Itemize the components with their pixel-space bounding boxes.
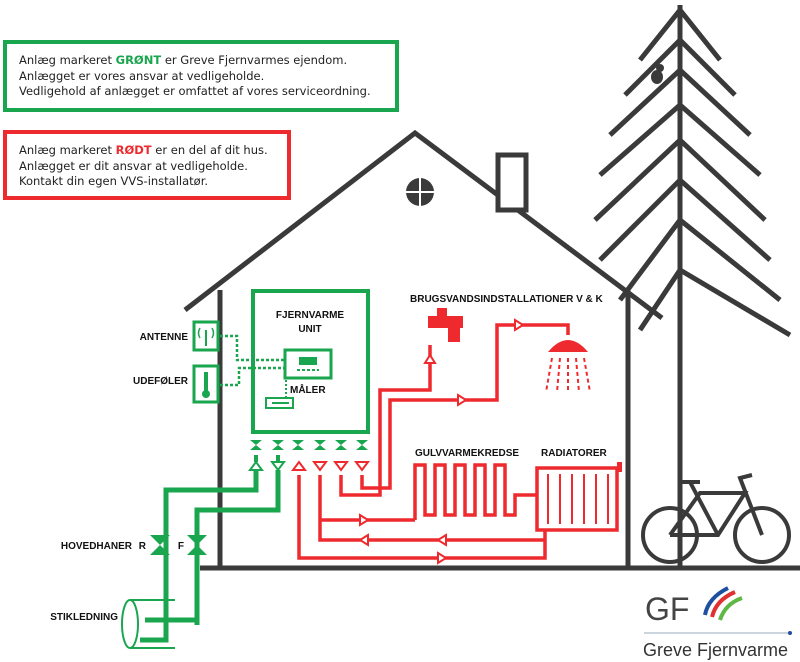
signal-wires xyxy=(220,334,285,387)
floor-heating-label: GULVVARMEKREDSE xyxy=(415,448,519,459)
main-valve-r xyxy=(150,535,170,555)
chimney xyxy=(495,152,529,213)
green-highlight: GRØNT xyxy=(115,53,162,67)
antenna-icon xyxy=(192,320,220,352)
tree-icon xyxy=(593,5,792,570)
hot-water-label: BRUGSVANDSINDSTALLATIONER V & K xyxy=(410,294,604,305)
radiators-label: RADIATORER xyxy=(541,448,608,459)
unit-label-2: UNIT xyxy=(298,324,321,335)
logo-name: Greve Fjernvarme xyxy=(643,640,788,660)
red-house-pipes xyxy=(291,318,547,565)
green-supply-pipes xyxy=(140,455,286,643)
meter-label: MÅLER xyxy=(290,383,326,396)
antenna-label: ANTENNE xyxy=(140,332,189,343)
shower-icon xyxy=(540,323,591,393)
main-valves-label: HOVEDHANER xyxy=(61,541,133,552)
green-ownership-notice: Anlæg markeret GRØNT er Greve Fjernvarme… xyxy=(3,40,399,112)
red-notice-line-3: Kontakt din egen VVS-installatør. xyxy=(19,174,209,188)
logo-mark: GF xyxy=(645,591,689,627)
red-notice-line-1: Anlæg markeret RØDT er en del af dit hus… xyxy=(19,143,268,157)
round-window xyxy=(406,178,434,206)
red-ownership-notice: Anlæg markeret RØDT er en del af dit hus… xyxy=(3,130,291,200)
service-pipe-label: STIKLEDNING xyxy=(50,612,118,623)
bicycle-icon xyxy=(641,473,791,564)
district-heating-unit: FJERNVARME UNIT MÅLER xyxy=(251,289,370,434)
unit-valves xyxy=(250,440,368,450)
greve-fjernvarme-logo: GF Greve Fjernvarme xyxy=(643,586,792,660)
thermometer-icon xyxy=(192,364,220,404)
valve-f-label: F xyxy=(178,541,184,552)
red-highlight: RØDT xyxy=(115,143,152,157)
main-valve-f xyxy=(187,535,207,555)
radiator-icon xyxy=(535,462,622,532)
valve-r-label: R xyxy=(139,541,147,552)
unit-label-1: FJERNVARME xyxy=(276,310,344,321)
bird-icon xyxy=(651,64,664,84)
service-pipe-icon xyxy=(121,599,175,649)
outdoor-sensor-label: UDEFØLER xyxy=(133,376,189,387)
faucet-icon xyxy=(428,308,463,342)
green-notice-line-2: Anlægget er vores ansvar at vedligeholde… xyxy=(19,68,265,83)
green-notice-line-1: Anlæg markeret GRØNT er Greve Fjernvarme… xyxy=(19,53,348,67)
green-notice-line-3: Vedligehold af anlægget er omfattet af v… xyxy=(19,84,371,98)
red-notice-line-2: Anlægget er dit ansvar at vedligeholde. xyxy=(19,158,248,173)
